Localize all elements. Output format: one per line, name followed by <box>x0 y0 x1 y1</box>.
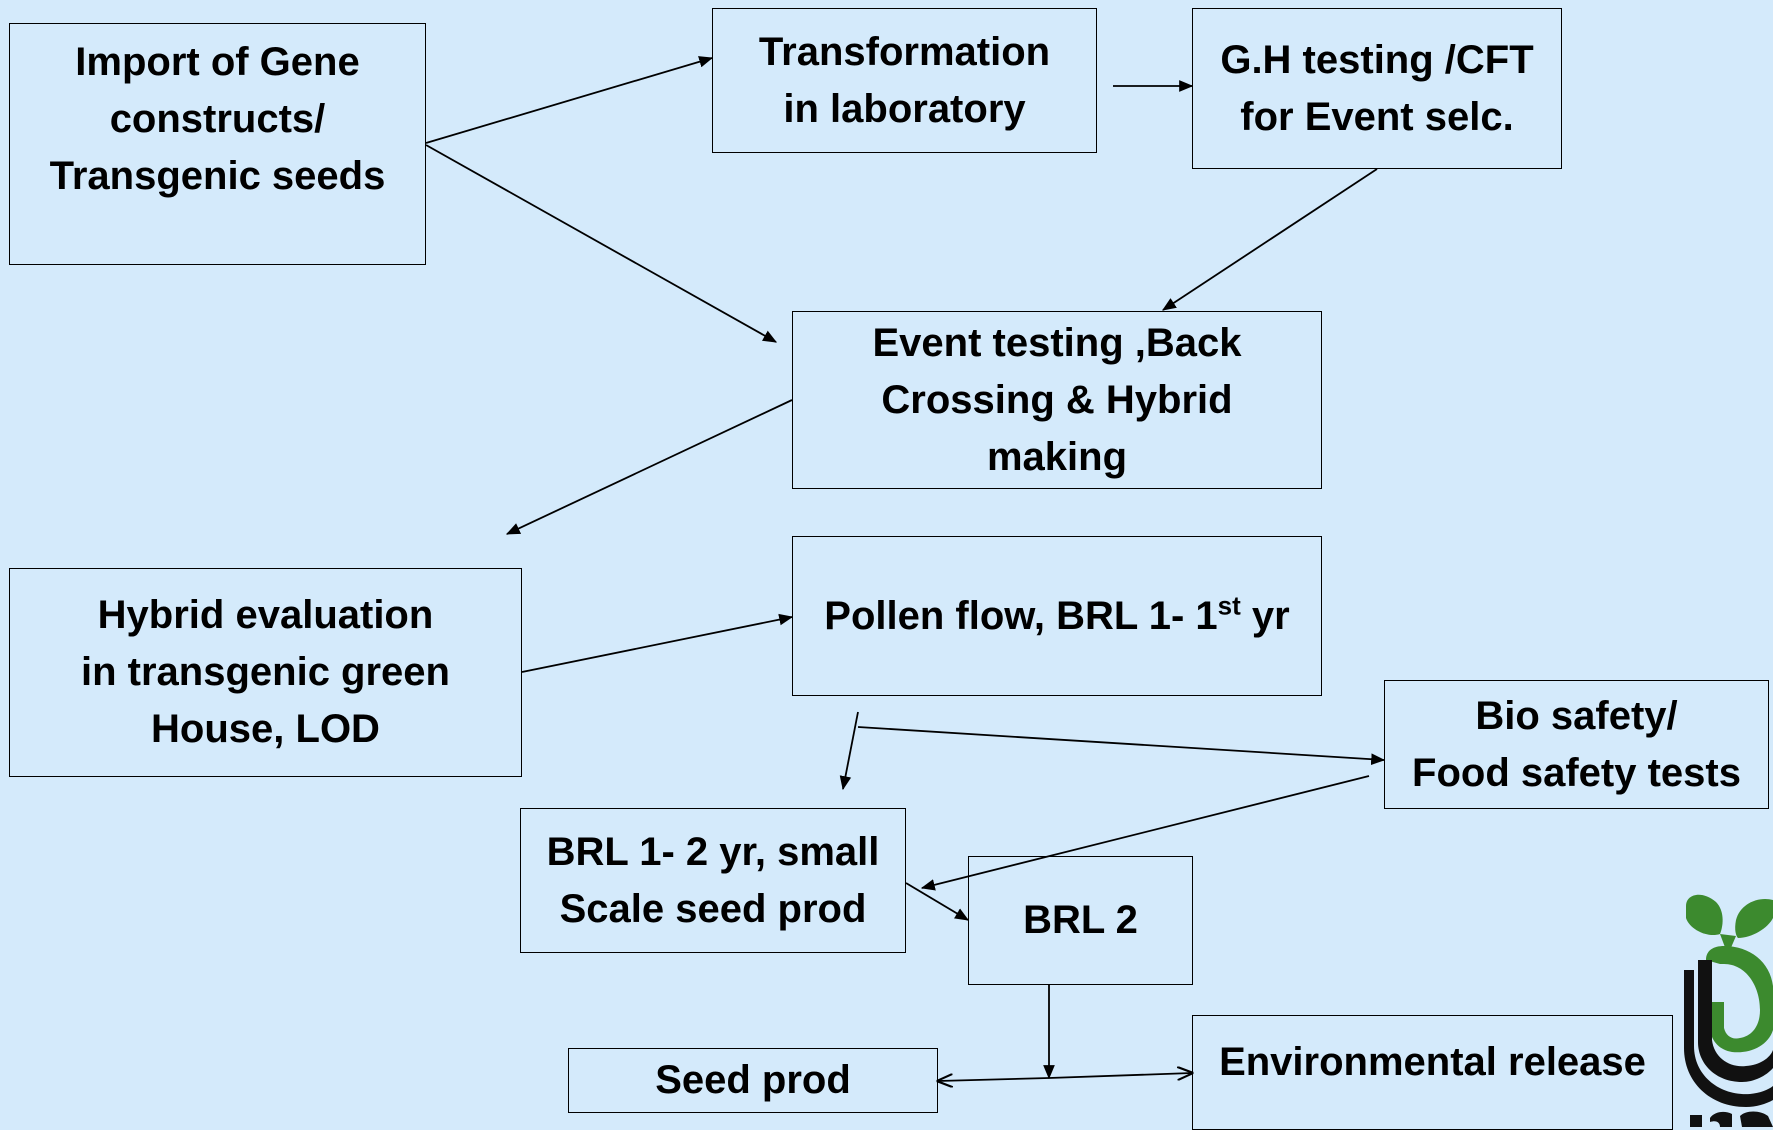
node-hybrid-evaluation: Hybrid evaluation in transgenic green Ho… <box>9 568 522 777</box>
node-label-line: Bio safety/ <box>1475 693 1678 738</box>
node-seed-prod: Seed prod <box>568 1048 938 1113</box>
pollen-flow-suffix: yr <box>1240 593 1290 638</box>
node-label-line: for Event selc. <box>1240 94 1514 139</box>
node-event-testing: Event testing ,Back Crossing & Hybrid ma… <box>792 311 1322 489</box>
arrow-pollen-flow-to-brl1-2yr <box>839 711 859 791</box>
node-label-line: Crossing & Hybrid <box>881 377 1233 422</box>
arrow-import-to-transformation <box>425 56 714 144</box>
node-label-line: House, LOD <box>151 707 380 751</box>
node-label-line: Seed prod <box>655 1058 851 1102</box>
node-transformation: Transformation in laboratory <box>712 8 1097 153</box>
node-label-line: Transformation <box>758 29 1051 74</box>
arrow-import-to-event-testing <box>425 144 778 343</box>
node-label-line: making <box>986 434 1128 479</box>
sprout-logo-icon <box>1684 894 1773 1127</box>
node-environmental-release: Environmental release <box>1192 1015 1673 1130</box>
arrow-hybrid-eval-to-pollen-flow <box>521 613 794 673</box>
node-label-line: constructs/ <box>109 96 326 141</box>
node-label-line: G.H testing /CFT <box>1220 37 1534 82</box>
node-label-line: in laboratory <box>783 86 1026 131</box>
arrow-gh-testing-to-event-testing <box>1162 168 1378 311</box>
node-label-line: Food safety tests <box>1412 750 1741 795</box>
node-label-line: Scale seed prod <box>559 886 867 931</box>
arrow-brl1-2yr-to-brl2 <box>905 882 970 921</box>
arrow-junction-to-env-release <box>1048 1073 1192 1078</box>
node-label-line: Hybrid evaluation <box>97 593 434 637</box>
arrow-junction-to-seed-prod <box>938 1078 1050 1081</box>
node-bio-safety: Bio safety/ Food safety tests <box>1384 680 1769 809</box>
node-label-line: Environmental release <box>1219 1040 1646 1084</box>
arrow-bio-safety-to-brl1-2yr <box>920 775 1370 891</box>
node-label-line: Transgenic seeds <box>49 153 386 198</box>
ordinal-superscript: st <box>1217 590 1241 621</box>
node-label-line: Import of Gene <box>75 39 360 84</box>
node-brl2: BRL 2 <box>968 856 1193 985</box>
node-label-line: BRL 1- 2 yr, small <box>546 829 880 874</box>
arrow-event-testing-to-hybrid-eval <box>505 399 793 535</box>
node-label-line: in transgenic green <box>81 650 450 694</box>
pollen-flow-label: Pollen flow, BRL 1- 1 <box>824 593 1218 638</box>
node-gh-testing: G.H testing /CFT for Event selc. <box>1192 8 1562 169</box>
node-brl1-2yr: BRL 1- 2 yr, small Scale seed prod <box>520 808 906 953</box>
node-label-line: BRL 2 <box>1023 898 1138 942</box>
node-import-gene-constructs: Import of Gene constructs/ Transgenic se… <box>9 23 426 265</box>
node-label-line: Pollen flow, BRL 1- 1st yr <box>824 588 1289 645</box>
arrow-pollen-flow-to-bio-safety <box>857 726 1386 766</box>
node-label-line: Event testing ,Back <box>872 320 1242 365</box>
